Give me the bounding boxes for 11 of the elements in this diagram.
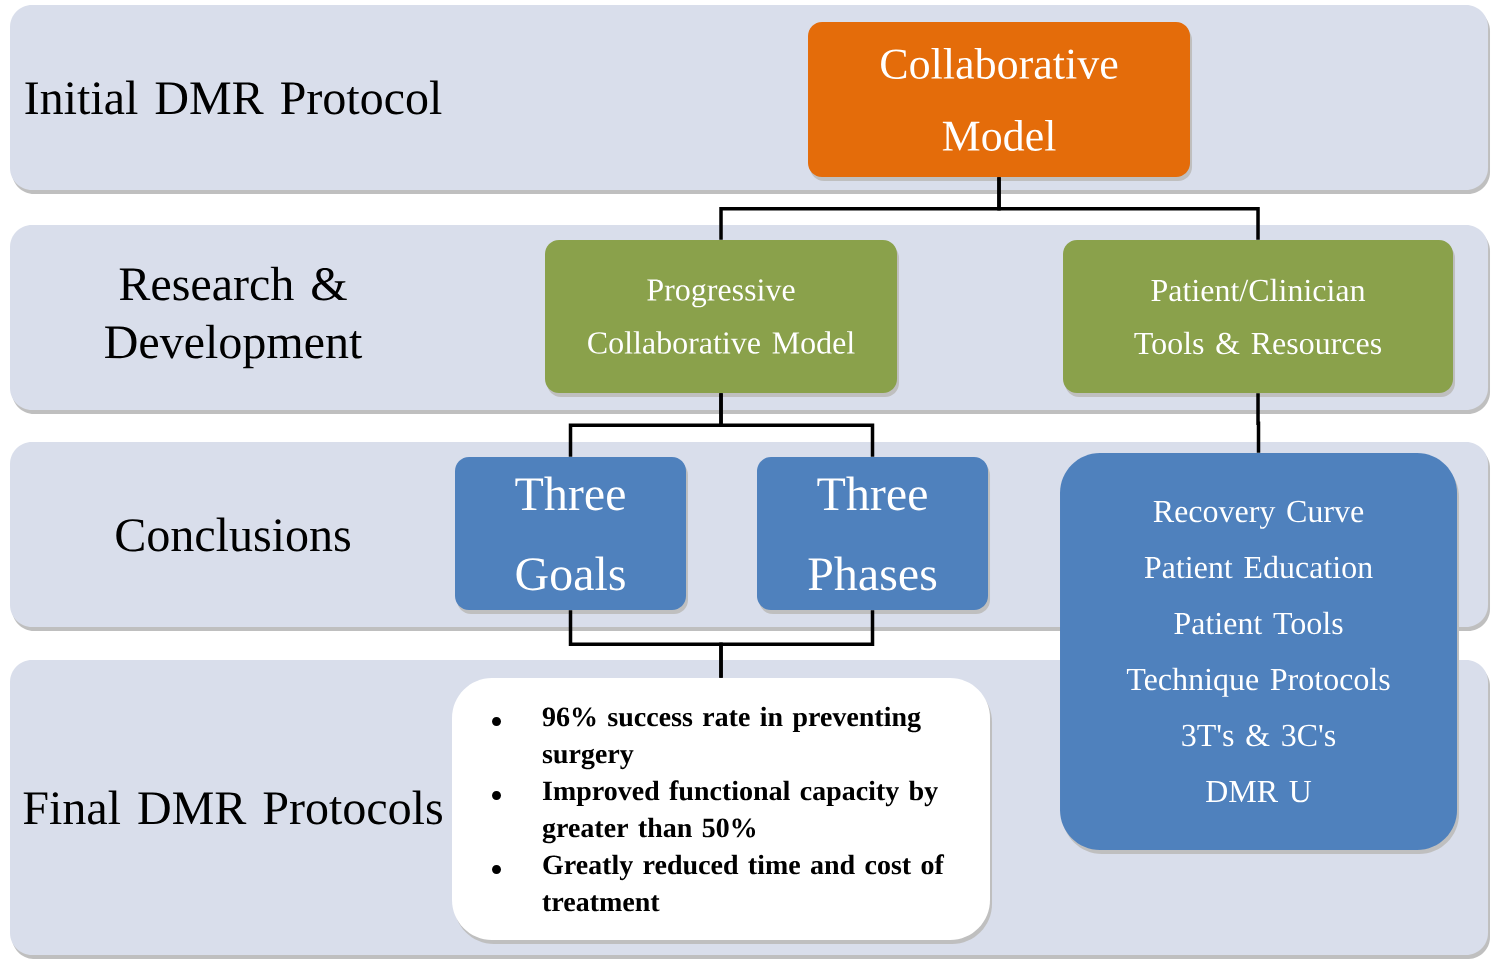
connector-line <box>719 393 875 457</box>
component-box: Progressive Collaborative Model <box>545 240 899 397</box>
conclusion-box: Three Goals <box>455 457 688 614</box>
results-box: 96% success rate in preventing surgery Improved functional capacity by greater than 50% Greatly reduced time and cost of treatment <box>452 678 992 944</box>
resource-list-box: Recovery Curve Patient Education Patient Tools Technique Protocols 3T's & 3C's DMR U <box>1060 453 1459 854</box>
component-box: Patient/Clinician Tools & Resources <box>1063 240 1455 397</box>
connector-line <box>1256 393 1261 453</box>
conclusion-box: Three Phases <box>757 457 990 614</box>
connector-line <box>719 610 875 678</box>
connector-line <box>997 177 1260 240</box>
model-box: Collaborative Model <box>808 22 1192 181</box>
